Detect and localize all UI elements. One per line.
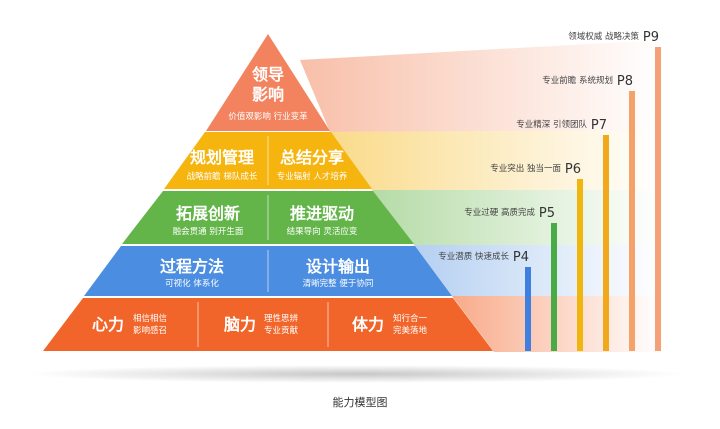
pyramid-tier-top xyxy=(206,34,330,131)
level-desc-p6: 专业突出 独当一面 xyxy=(490,163,561,174)
level-bars: P4 专业潜质 快速成长 P5 专业过硬 高质完成 P6 专业突出 独当一面 P7 专业精深 … xyxy=(438,30,661,351)
level-desc-p4: 专业潜质 快速成长 xyxy=(438,251,509,262)
base-item-3-sub1: 知行合一 xyxy=(393,313,428,324)
tier3-right-title: 推进驱动 xyxy=(290,204,354,223)
fade-band-tier3 xyxy=(372,190,660,245)
tier4-right-subtitle: 清晰完整 便于协同 xyxy=(303,278,374,289)
level-bar-p9 xyxy=(655,47,661,351)
tier2-left-title: 规划管理 xyxy=(190,148,254,167)
base-item-1-sub2: 影响感召 xyxy=(133,325,167,336)
tier4-left-subtitle: 可视化 体系化 xyxy=(165,278,219,289)
tier3-right-subtitle: 结果导向 灵活应变 xyxy=(287,226,358,237)
base-item-3-sub2: 完美落地 xyxy=(393,325,428,336)
top-title-line1: 领导 xyxy=(252,65,284,84)
diagram-caption: 能力模型图 xyxy=(332,396,388,409)
ground-shadow xyxy=(26,365,686,383)
tier2-right-title: 总结分享 xyxy=(280,148,344,167)
base-item-1-title: 心力 xyxy=(92,315,124,334)
base-item-2-sub1: 理性思辨 xyxy=(264,313,299,324)
level-bar-p6 xyxy=(577,179,583,351)
tier2-right-subtitle: 专业辐射 人才培养 xyxy=(277,171,348,182)
top-title-line2: 影响 xyxy=(252,85,284,104)
tier4-right-title: 设计输出 xyxy=(306,257,370,276)
top-subtitle: 价值观影响 行业变革 xyxy=(228,111,308,122)
level-desc-p7: 专业精深 引领团队 xyxy=(516,119,587,130)
level-bar-p7 xyxy=(603,135,609,351)
level-label-p7: P7 xyxy=(591,118,607,133)
fade-band-top xyxy=(300,40,660,132)
tier2-left-subtitle: 战略前瞻 梯队成长 xyxy=(187,171,258,182)
level-bar-p5 xyxy=(551,223,557,351)
level-label-p6: P6 xyxy=(565,162,581,177)
tier4-left-title: 过程方法 xyxy=(160,257,224,276)
tier3-left-title: 拓展创新 xyxy=(176,204,240,223)
level-bar-p8 xyxy=(629,91,635,351)
fade-band-tier2 xyxy=(330,130,660,190)
fade-band-tier4 xyxy=(414,245,660,296)
level-label-p4: P4 xyxy=(513,250,529,265)
level-desc-p8: 专业前瞻 系统规划 xyxy=(542,75,613,86)
fade-bands xyxy=(300,40,660,352)
base-item-2-title: 脑力 xyxy=(224,315,256,334)
level-desc-p9: 领域权威 战略决策 xyxy=(568,31,639,42)
level-desc-p5: 专业过硬 高质完成 xyxy=(464,207,535,218)
level-bar-p4 xyxy=(525,267,531,351)
base-item-1-sub1: 相信相信 xyxy=(133,313,168,324)
base-item-2-sub2: 专业贡献 xyxy=(264,325,299,336)
pyramid xyxy=(43,34,493,351)
pyramid-tier-base xyxy=(43,298,493,351)
tier3-left-subtitle: 融会贯通 别开生面 xyxy=(173,226,244,237)
base-item-3-title: 体力 xyxy=(352,315,384,334)
level-label-p5: P5 xyxy=(539,206,555,221)
level-label-p8: P8 xyxy=(617,74,633,89)
level-label-p9: P9 xyxy=(643,30,659,45)
